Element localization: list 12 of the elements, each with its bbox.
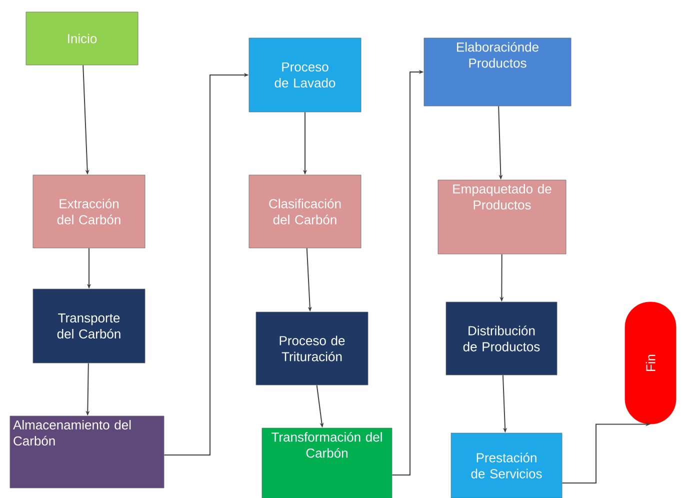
process-box: Elaboraciónde Productos: [424, 38, 572, 106]
start-box: Inicio: [26, 12, 138, 66]
process-box: Transformación del Carbón: [262, 428, 392, 498]
process-box: Almacenamiento del Carbón: [10, 416, 164, 488]
process-box: Prestación de Servicios: [450, 432, 562, 498]
process-box: Clasificación del Carbón: [248, 174, 362, 248]
process-box: Empaquetado de Productos: [438, 180, 566, 254]
process-box: Distribución de Productos: [446, 302, 558, 376]
process-box: Extracción del Carbón: [32, 174, 146, 248]
process-box: Transporte del Carbón: [32, 288, 146, 364]
process-box: Proceso de Lavado: [248, 38, 362, 112]
process-box: Proceso de Trituración: [256, 312, 368, 386]
